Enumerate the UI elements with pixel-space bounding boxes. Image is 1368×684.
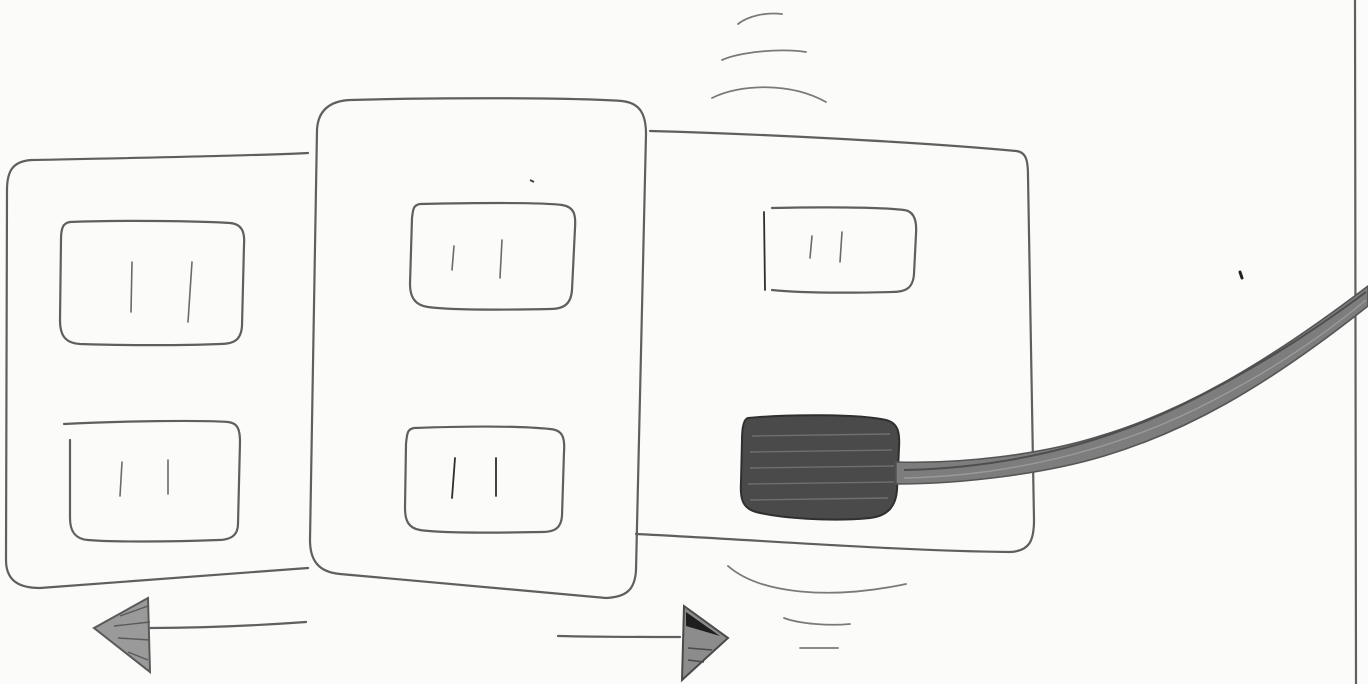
- panel-left-outline: [6, 153, 308, 588]
- arrow-right-icon: [558, 606, 728, 680]
- panel-middle: [310, 98, 646, 598]
- outlet-left-bottom: [64, 421, 240, 542]
- panel-middle-outline: [310, 98, 646, 598]
- motion-marks-top: [712, 13, 826, 102]
- outlet-middle-top: [410, 203, 575, 310]
- outlet-middle-bottom: [405, 427, 564, 533]
- outlet-left-top: [60, 221, 244, 345]
- panel-right: [636, 131, 1368, 552]
- power-cord: [896, 286, 1368, 484]
- page-edge-line: [1355, 0, 1356, 684]
- plug-icon: [741, 415, 899, 519]
- speck-mark: [530, 180, 534, 182]
- outlet-right-top: [764, 207, 916, 292]
- arrow-left-icon: [94, 598, 306, 672]
- motion-marks-bottom: [728, 566, 906, 648]
- panel-left: [6, 153, 308, 588]
- speck-mark: [1240, 272, 1242, 278]
